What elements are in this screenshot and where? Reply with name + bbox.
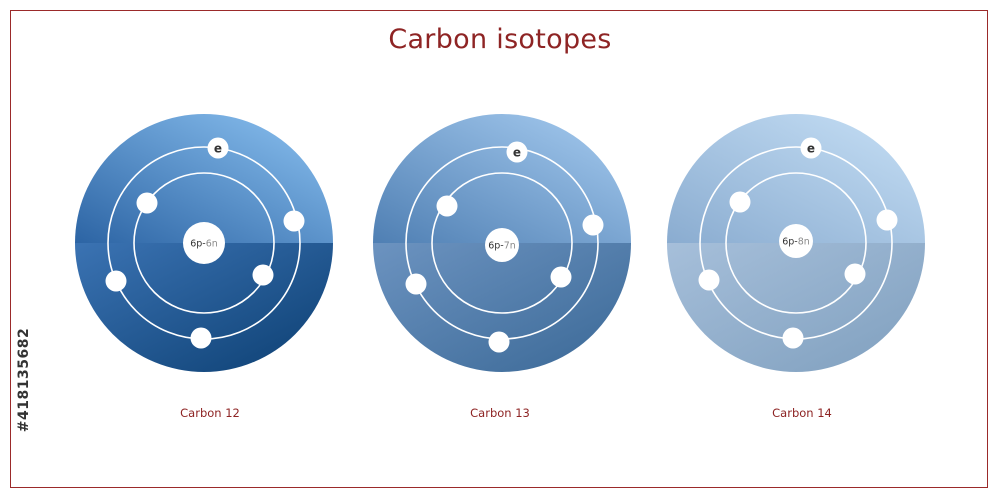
nucleus <box>485 228 519 262</box>
bohr-model-carbon-13: 6p-7n e <box>373 114 631 372</box>
proton-count: 6p <box>782 237 794 248</box>
outer-electron <box>488 331 510 353</box>
inner-orbit <box>725 172 867 314</box>
neutron-count: 6n <box>206 239 218 250</box>
outer-electron <box>405 273 427 295</box>
outer-electron <box>782 327 804 349</box>
inner-electron <box>252 264 274 286</box>
outer-electron <box>283 210 305 232</box>
electron-symbol: e <box>513 146 521 160</box>
nucleus <box>183 222 225 264</box>
outer-electron <box>698 269 720 291</box>
diagram-frame <box>10 10 988 488</box>
atom-carbon-12: 6p-6n e <box>75 114 333 372</box>
outer-electron <box>207 137 229 159</box>
inner-electron <box>844 263 866 285</box>
electron-symbol: e <box>214 142 222 156</box>
neutron-count: 7n <box>504 241 516 252</box>
disc-upper-half <box>75 114 333 243</box>
inner-orbit <box>133 172 275 314</box>
outer-electron <box>506 141 528 163</box>
disc-lower-half <box>667 243 925 372</box>
inner-electron <box>550 266 572 288</box>
neutron-count: 8n <box>798 237 810 248</box>
inner-electron <box>729 191 751 213</box>
proton-count: 6p <box>190 239 202 250</box>
outer-electron <box>876 209 898 231</box>
atom-carbon-14: 6p-8n e <box>667 114 925 372</box>
outer-electron <box>105 270 127 292</box>
bohr-model-carbon-14: 6p-8n e <box>667 114 925 372</box>
inner-electron <box>436 195 458 217</box>
nucleus-separator: - <box>500 241 503 252</box>
stock-image-id: #418135682 <box>12 270 36 490</box>
outer-electron <box>582 214 604 236</box>
inner-orbit <box>431 172 573 314</box>
outer-electron <box>800 137 822 159</box>
caption-carbon-13: Carbon 13 <box>470 406 530 420</box>
nucleus-label: 6p-7n <box>488 241 516 252</box>
nucleus-label: 6p-8n <box>782 237 810 248</box>
nucleus-separator: - <box>794 237 797 248</box>
diagram-title: Carbon isotopes <box>388 24 612 55</box>
inner-electron <box>136 192 158 214</box>
bohr-model-carbon-12: 6p-6n e <box>75 114 333 372</box>
disc-lower-half <box>373 243 631 372</box>
nucleus-separator: - <box>202 239 205 250</box>
disc-upper-half <box>373 114 631 243</box>
stock-image-id-text: #418135682 <box>16 327 32 433</box>
nucleus <box>779 224 813 258</box>
caption-carbon-12: Carbon 12 <box>180 406 240 420</box>
disc-upper-half <box>667 114 925 243</box>
electron-symbol: e <box>807 142 815 156</box>
nucleus-label: 6p-6n <box>190 239 218 250</box>
proton-count: 6p <box>488 241 500 252</box>
outer-electron <box>190 327 212 349</box>
atom-carbon-13: 6p-7n e <box>373 114 631 372</box>
caption-carbon-14: Carbon 14 <box>772 406 832 420</box>
